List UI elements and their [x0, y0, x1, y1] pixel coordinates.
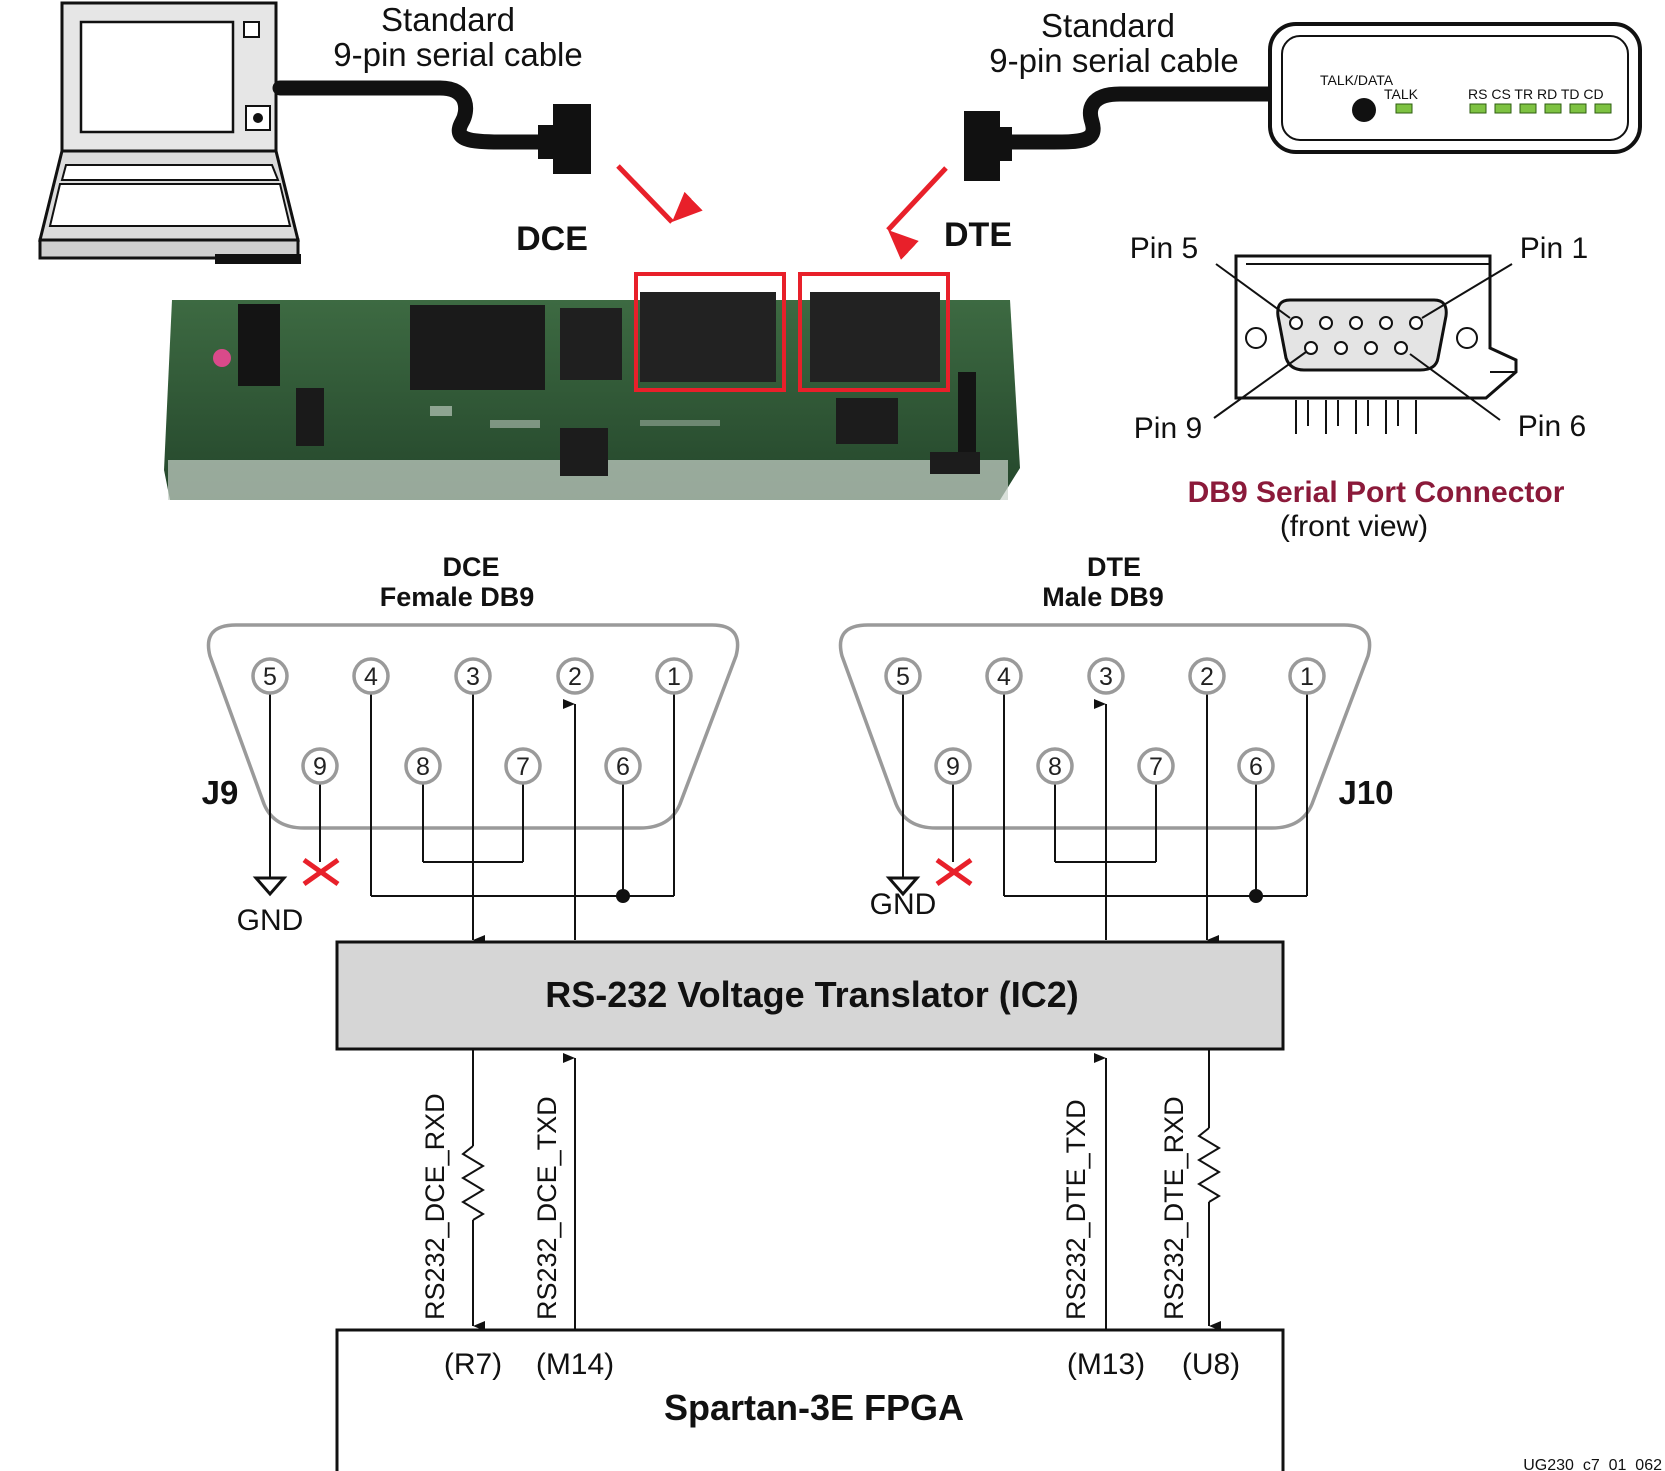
dte-no-connect-icon [935, 857, 973, 887]
talk-button-icon [1352, 98, 1376, 122]
dce-ref-label: J9 [202, 774, 239, 811]
dte-title: DTE [1087, 552, 1141, 582]
dte-pin-5: 5 [884, 657, 922, 695]
modem-talk-data-label: TALK/DATA [1320, 72, 1394, 88]
modem-device [1268, 22, 1642, 154]
dce-pin-5: 5 [251, 657, 289, 695]
svg-text:9: 9 [946, 753, 960, 781]
signal-dte-txd: RS232_DTE_TXD [1061, 1099, 1091, 1320]
dte-pin-4: 4 [985, 657, 1023, 695]
fpga-pin-r7: (R7) [444, 1348, 502, 1381]
pin5-callout: Pin 5 [1130, 232, 1198, 265]
dte-ref-label: J10 [1338, 774, 1393, 811]
fpga-pin-m13: (M13) [1067, 1348, 1145, 1381]
dce-gnd-icon [252, 876, 288, 897]
svg-text:3: 3 [1099, 663, 1113, 691]
dce-no-connect-icon [302, 857, 340, 887]
dce-pin-6: 6 [604, 747, 642, 785]
fpga-signal-lines [461, 1050, 1221, 1331]
dce-pin-1: 1 [655, 657, 693, 695]
dte-arrow-icon [886, 166, 948, 260]
figure-id: UG230_c7_01_062 [1523, 1457, 1662, 1471]
connector-subtitle: (front view) [1280, 510, 1428, 543]
pin9-callout: Pin 9 [1134, 412, 1202, 445]
signal-dte-rxd: RS232_DTE_RXD [1159, 1096, 1189, 1320]
svg-text:6: 6 [1249, 753, 1263, 781]
board-dce-label: DCE [516, 220, 588, 258]
dce-pin-2: 2 [556, 657, 594, 695]
dte-pin-2: 2 [1188, 657, 1226, 695]
dce-subtitle: Female DB9 [380, 582, 535, 612]
dte-pin-1: 1 [1288, 657, 1326, 695]
svg-text:2: 2 [568, 663, 582, 691]
db9-front-view-icon [1213, 254, 1518, 434]
dte-wiring [885, 693, 1308, 945]
board-dte-label: DTE [944, 216, 1012, 254]
dce-pin-9: 9 [301, 747, 339, 785]
dce-arrow-icon [616, 164, 703, 224]
svg-text:1: 1 [667, 663, 681, 691]
svg-text:2: 2 [1200, 663, 1214, 691]
modem-led-labels: RS CS TR RD TD CD [1468, 86, 1604, 102]
right-cable-label-line2: 9-pin serial cable [989, 42, 1238, 79]
dte-subtitle: Male DB9 [1042, 582, 1164, 612]
svg-text:6: 6 [616, 753, 630, 781]
dte-pin-9: 9 [934, 747, 972, 785]
fpga-block [335, 1328, 1285, 1471]
laptop-icon [38, 1, 301, 264]
svg-text:9: 9 [313, 753, 327, 781]
left-cable-label-line1: Standard [381, 1, 515, 38]
dte-gnd-icon [885, 876, 921, 897]
pin6-callout: Pin 6 [1518, 410, 1586, 443]
dte-pin-7: 7 [1137, 747, 1175, 785]
fpga-pin-u8: (U8) [1182, 1348, 1240, 1381]
rs232-translator-block [335, 940, 1285, 1051]
pin1-callout: Pin 1 [1520, 232, 1588, 265]
dce-pin-7: 7 [504, 747, 542, 785]
svg-text:4: 4 [997, 663, 1011, 691]
svg-text:1: 1 [1300, 663, 1314, 691]
left-cable-label-line2: 9-pin serial cable [333, 36, 582, 73]
dce-pin-3: 3 [454, 657, 492, 695]
modem-talk-label: TALK [1384, 86, 1419, 102]
svg-text:8: 8 [1048, 753, 1062, 781]
fpga-label: Spartan-3E FPGA [664, 1387, 964, 1428]
svg-text:7: 7 [516, 753, 530, 781]
dce-pin-4: 4 [352, 657, 390, 695]
dce-pin-8: 8 [404, 747, 442, 785]
translator-label: RS-232 Voltage Translator (IC2) [545, 974, 1078, 1015]
dce-connector-shell [206, 623, 740, 830]
dce-gnd-label: GND [237, 904, 304, 937]
signal-dce-rxd: RS232_DCE_RXD [420, 1093, 450, 1320]
right-serial-cable [964, 86, 1280, 181]
dte-port-highlight [798, 272, 950, 392]
svg-text:7: 7 [1149, 753, 1163, 781]
svg-text:5: 5 [896, 663, 910, 691]
dce-wiring [252, 693, 675, 945]
dce-port-highlight [634, 272, 786, 392]
dte-pin-8: 8 [1036, 747, 1074, 785]
dte-pin-3: 3 [1087, 657, 1125, 695]
svg-text:4: 4 [364, 663, 378, 691]
fpga-pin-m14: (M14) [536, 1348, 614, 1381]
dte-connector-shell [838, 623, 1372, 830]
dte-gnd-label: GND [870, 888, 937, 921]
dte-pin-6: 6 [1237, 747, 1275, 785]
svg-text:3: 3 [466, 663, 480, 691]
pcb-board-image [164, 292, 1020, 500]
connector-title: DB9 Serial Port Connector [1188, 476, 1565, 509]
dce-title: DCE [442, 552, 499, 582]
svg-text:5: 5 [263, 663, 277, 691]
left-serial-cable [272, 80, 591, 174]
signal-dce-txd: RS232_DCE_TXD [532, 1096, 562, 1320]
right-cable-label-line1: Standard [1041, 7, 1175, 44]
svg-text:8: 8 [416, 753, 430, 781]
